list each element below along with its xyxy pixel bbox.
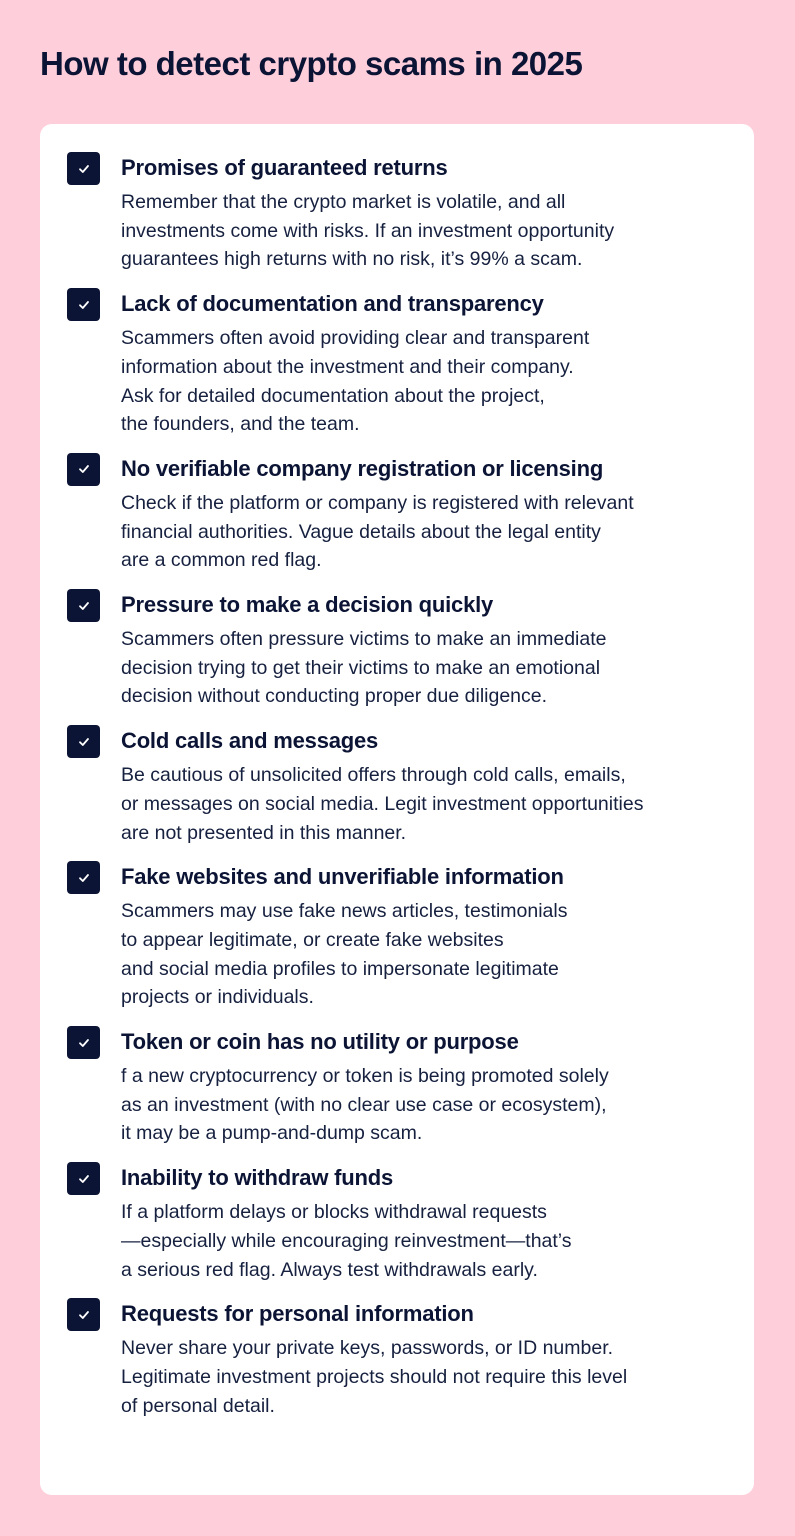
checkbox-checked-icon xyxy=(67,1298,100,1332)
item-description: If a platform delays or blocks withdrawa… xyxy=(121,1201,572,1281)
item-description: Scammers often avoid providing clear and… xyxy=(121,327,590,436)
checkbox-checked-icon xyxy=(67,452,100,486)
checklist-item-withdraw-funds: Inability to withdraw funds If a platfor… xyxy=(67,1162,734,1284)
item-title: Fake websites and unverifiable informati… xyxy=(121,864,564,890)
item-title: Cold calls and messages xyxy=(121,728,379,754)
checklist-item-lack-of-documentation: Lack of documentation and transparency S… xyxy=(67,288,734,439)
item-title: Inability to withdraw funds xyxy=(121,1165,394,1191)
checkbox-checked-icon xyxy=(67,725,100,759)
checklist-item-fake-websites: Fake websites and unverifiable informati… xyxy=(67,861,734,1012)
checkbox-checked-icon xyxy=(67,589,100,623)
checklist-item-no-utility: Token or coin has no utility or purpose … xyxy=(67,1026,734,1148)
item-title: No verifiable company registration or li… xyxy=(121,455,604,481)
item-description: Be cautious of unsolicited offers throug… xyxy=(121,764,644,844)
item-title: Pressure to make a decision quickly xyxy=(121,592,494,618)
checkbox-checked-icon xyxy=(67,152,100,185)
item-description: f a new cryptocurrency or token is being… xyxy=(121,1065,609,1145)
item-description: Remember that the crypto market is volat… xyxy=(121,191,615,271)
checklist-card: Promises of guaranteed returns Remember … xyxy=(40,124,754,1495)
item-title: Promises of guaranteed returns xyxy=(121,155,448,180)
checklist-item-pressure: Pressure to make a decision quickly Scam… xyxy=(67,589,734,711)
checklist-item-cold-calls: Cold calls and messages Be cautious of u… xyxy=(67,725,734,847)
item-title: Token or coin has no utility or purpose xyxy=(121,1029,519,1055)
checklist-item-no-registration: No verifiable company registration or li… xyxy=(67,452,734,575)
item-title: Requests for personal information xyxy=(121,1301,474,1327)
item-description: Scammers may use fake news articles, tes… xyxy=(121,900,568,1009)
item-description: Check if the platform or company is regi… xyxy=(121,491,634,572)
checklist-item-personal-info: Requests for personal information Never … xyxy=(67,1298,734,1420)
item-description: Never share your private keys, passwords… xyxy=(121,1337,628,1417)
page-title: How to detect crypto scams in 2025 xyxy=(40,45,583,82)
checkbox-checked-icon xyxy=(67,861,100,895)
checkbox-checked-icon xyxy=(67,288,100,322)
item-title: Lack of documentation and transparency xyxy=(121,291,544,317)
checkbox-checked-icon xyxy=(67,1026,100,1060)
checkbox-checked-icon xyxy=(67,1162,100,1196)
checklist-item-guaranteed-returns: Promises of guaranteed returns Remember … xyxy=(67,152,734,274)
item-description: Scammers often pressure victims to make … xyxy=(121,628,607,708)
